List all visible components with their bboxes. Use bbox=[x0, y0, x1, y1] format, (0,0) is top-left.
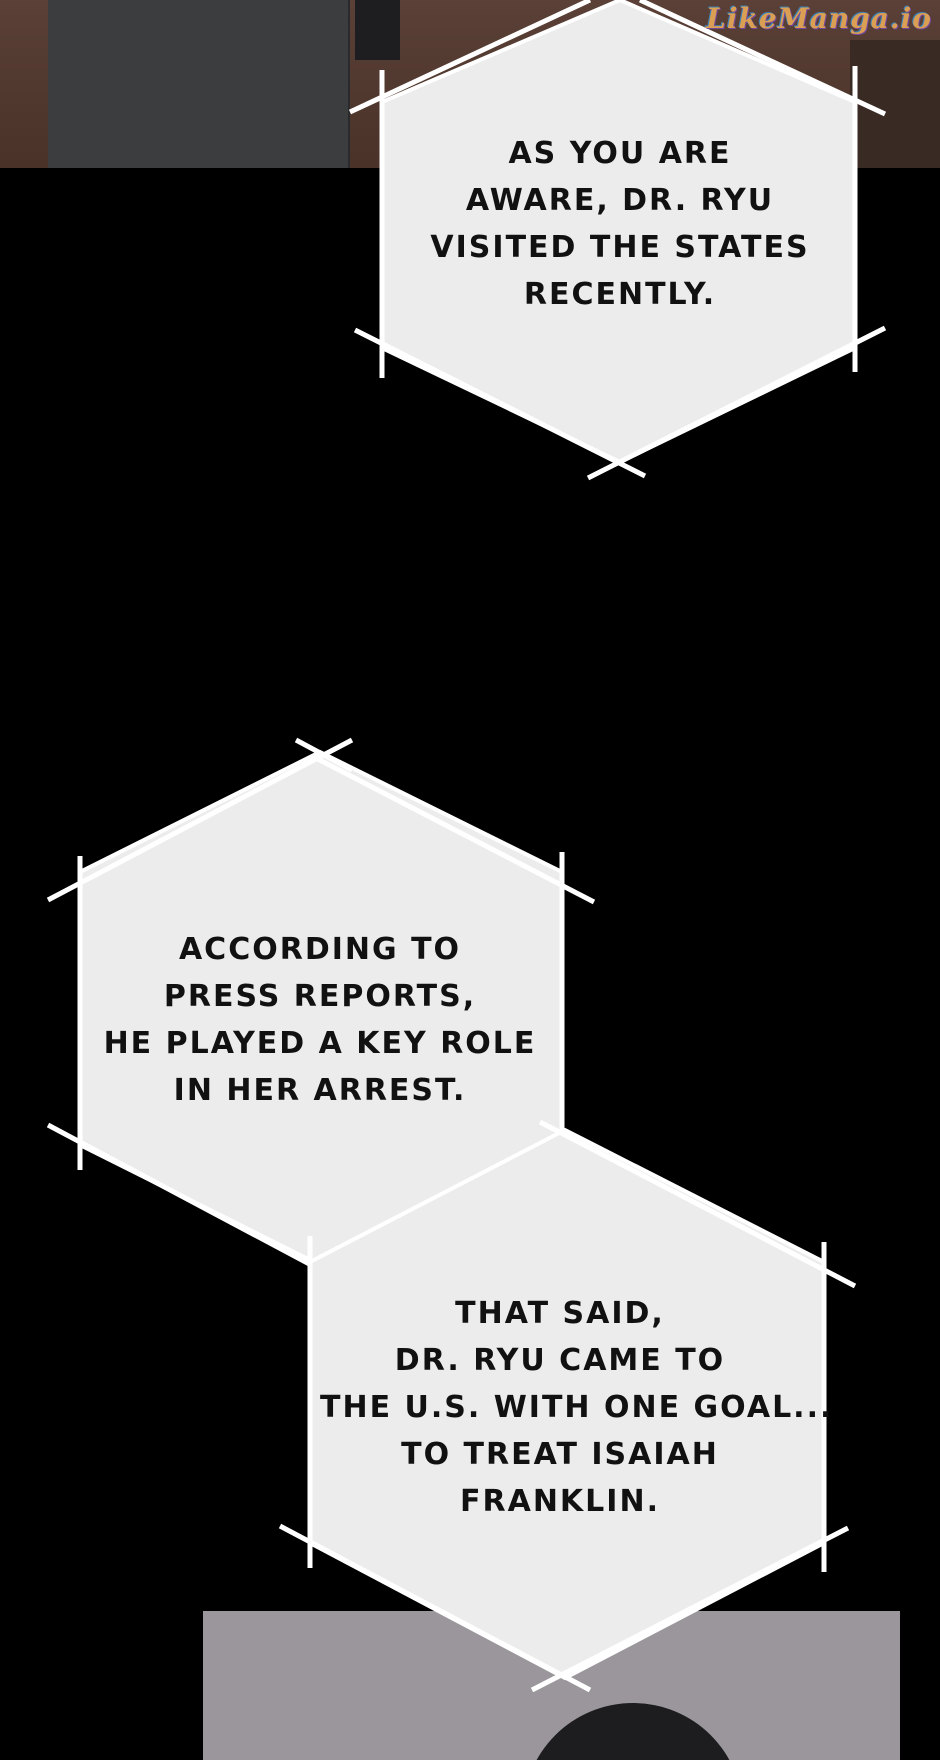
caption-line: AS YOU ARE bbox=[508, 136, 732, 171]
caption-line: AWARE, DR. RYU bbox=[465, 183, 775, 218]
caption-line: ACCORDING TO bbox=[178, 932, 462, 967]
caption-line: THAT SAID, bbox=[455, 1296, 665, 1331]
narration-caption-3: THAT SAID, DR. RYU CAME TO THE U.S. WITH… bbox=[320, 1290, 834, 1525]
narration-caption-2: ACCORDING TO PRESS REPORTS, HE PLAYED A … bbox=[100, 926, 540, 1114]
figure-shadow bbox=[355, 0, 400, 60]
caption-line: HE PLAYED A KEY ROLE bbox=[103, 1026, 537, 1061]
caption-line: THE U.S. WITH ONE GOAL... bbox=[320, 1390, 834, 1425]
caption-line: PRESS REPORTS, bbox=[163, 979, 477, 1014]
hex-box-2 bbox=[46, 737, 596, 1286]
narration-caption-1: AS YOU ARE AWARE, DR. RYU VISITED THE ST… bbox=[420, 130, 820, 318]
caption-line: DR. RYU CAME TO bbox=[394, 1343, 726, 1378]
caption-line: VISITED THE STATES bbox=[430, 230, 810, 265]
caption-line: IN HER ARREST. bbox=[173, 1073, 467, 1108]
caption-line: RECENTLY. bbox=[523, 277, 717, 312]
hex-box-3 bbox=[278, 1119, 857, 1693]
hex-box-1 bbox=[348, 0, 887, 481]
figure-coat bbox=[48, 0, 350, 168]
watermark-logo: LikeManga.io bbox=[706, 2, 932, 35]
caption-line: TO TREAT ISAIAH bbox=[401, 1437, 719, 1472]
caption-line: FRANKLIN. bbox=[460, 1484, 660, 1519]
